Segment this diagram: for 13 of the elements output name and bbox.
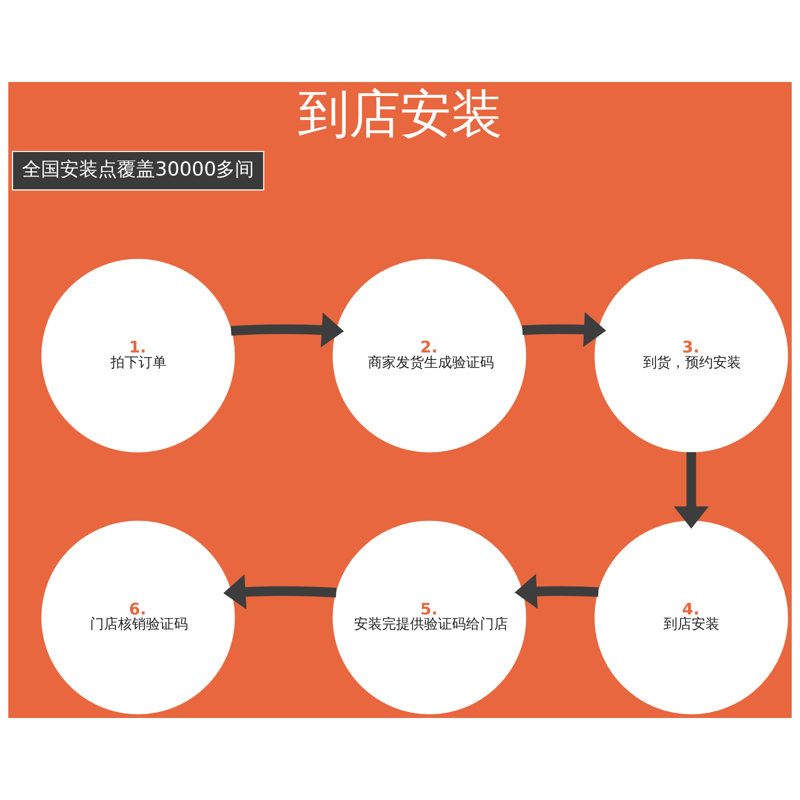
- node-circle: 3. 到货，预约安装: [594, 258, 788, 452]
- arrow: [522, 312, 606, 347]
- node-circle: 1. 拍下订单: [41, 258, 235, 452]
- node-circle: 5. 安装完提供验证码给门店: [332, 520, 526, 714]
- arrow: [223, 574, 336, 610]
- node-circle: 4. 到店安装: [594, 520, 788, 714]
- diagram-title: 到店安装: [298, 84, 502, 145]
- label: 全国安装点覆盖30000多间: [22, 157, 254, 180]
- node-circle: 2. 商家发货生成验证码: [332, 258, 526, 452]
- node-circle: 6. 门店核销验证码: [41, 520, 235, 714]
- arrow: [230, 312, 344, 348]
- arrow: [674, 452, 709, 529]
- arrow: [514, 574, 599, 609]
